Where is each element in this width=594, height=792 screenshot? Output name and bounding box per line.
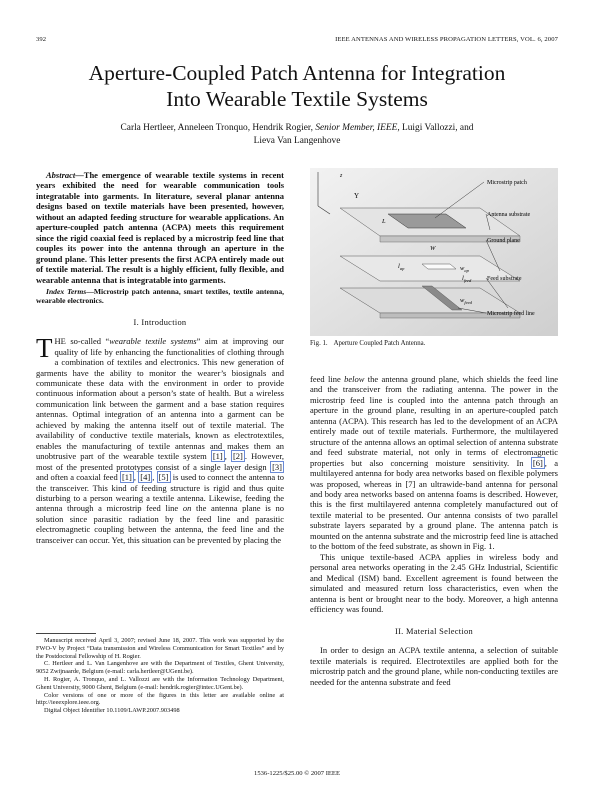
- body-text: , a multilayered antenna for body area n…: [310, 457, 558, 552]
- footnote: C. Hertleer and L. Van Langenhove are wi…: [36, 660, 284, 676]
- figure-1: z Y X L W lap wap lfeed wfeed Microstrip…: [310, 168, 558, 336]
- feed-substrate-edge: [379, 312, 521, 319]
- right-column: feed line below the antenna ground plane…: [310, 374, 558, 687]
- figure-caption-label: Fig. 1.: [310, 340, 328, 347]
- microstrip-feed-line: [421, 285, 463, 311]
- dimension-w-feed: wfeed: [460, 297, 473, 305]
- intro-text: the antenna plane is no solution since p…: [36, 503, 284, 545]
- drop-cap: T: [36, 333, 53, 364]
- dimension-l-ap: lap: [398, 263, 405, 271]
- page-number: 392: [36, 36, 47, 43]
- abstract: Abstract—The emergence of wearable texti…: [36, 170, 284, 285]
- figure-caption-text: Aperture Coupled Patch Antenna.: [333, 340, 426, 347]
- label-text: l: [398, 263, 400, 270]
- index-terms-text: —Microstrip patch antenna, smart textile…: [36, 286, 285, 306]
- dimension-L: L: [381, 218, 386, 225]
- abstract-text: —The emergence of wearable textile syste…: [36, 170, 284, 285]
- label-text: l: [462, 275, 464, 282]
- intro-text: and often a coaxial feed: [36, 472, 120, 483]
- intro-text: ,: [224, 451, 231, 462]
- figure-caption: Fig. 1. Aperture Coupled Patch Antenna.: [310, 340, 425, 347]
- title-line-1: Aperture-Coupled Patch Antenna for Integ…: [88, 61, 506, 85]
- intro-emphasis: on: [182, 503, 192, 514]
- footnote-rule: [36, 633, 96, 634]
- intro-text: . However, most of the presented prototy…: [36, 451, 285, 472]
- journal-header: IEEE ANTENNAS AND WIRELESS PROPAGATION L…: [335, 36, 558, 43]
- intro-emphasis: wearable textile systems: [109, 336, 197, 347]
- microstrip-patch: [387, 213, 467, 229]
- section-heading-introduction: I. Introduction: [133, 318, 187, 328]
- section-heading-material-selection: II. Material Selection: [395, 627, 473, 637]
- body-text: feed line: [310, 374, 345, 384]
- citation-link[interactable]: [5]: [156, 471, 171, 484]
- label-sub: feed: [464, 300, 472, 305]
- aperture-slot: [421, 263, 457, 270]
- intro-text: ” aim at improving our quality of life b…: [36, 336, 284, 462]
- authors-line1-b: , Luigi Vallozzi, and: [397, 123, 474, 133]
- label-feed-substrate: Feed substrate: [487, 276, 522, 282]
- axis-label-z: z: [339, 173, 343, 179]
- body-emphasis: below: [344, 374, 365, 384]
- label-microstrip-patch: Microstrip patch: [487, 180, 527, 186]
- citation-link[interactable]: [4]: [138, 471, 153, 484]
- label-text: w: [460, 297, 465, 304]
- x-axis: [317, 205, 331, 215]
- label-text: w: [460, 265, 465, 272]
- antenna-substrate-edge: [379, 235, 521, 243]
- label-sub: ap: [464, 268, 469, 273]
- index-terms: Index Terms—Microstrip patch antenna, sm…: [36, 287, 284, 305]
- leader-line: [434, 181, 485, 219]
- citation-link[interactable]: [3]: [270, 460, 284, 473]
- figure-1-diagram: z Y X L W lap wap lfeed wfeed Microstrip…: [310, 168, 558, 336]
- label-sub: ap: [400, 266, 405, 271]
- footnote: Manuscript received April 3, 2007; revis…: [36, 637, 284, 660]
- dimension-l-feed: lfeed: [462, 275, 472, 283]
- citation-link[interactable]: [2]: [230, 450, 245, 463]
- citation-link[interactable]: [1]: [119, 471, 134, 484]
- leader-line: [485, 213, 491, 231]
- paper-title: Aperture-Coupled Patch Antenna for Integ…: [36, 60, 558, 112]
- right-paragraph-2: This unique textile-based ACPA applies i…: [310, 551, 558, 614]
- intro-text: HE so-called “: [54, 336, 110, 347]
- authors-line2: Lieva Van Langenhove: [253, 135, 341, 146]
- right-paragraph-3: In order to design an ACPA textile anten…: [310, 645, 558, 687]
- intro-text: ,: [133, 472, 139, 483]
- footnotes: Manuscript received April 3, 2007; revis…: [36, 637, 284, 715]
- copyright-footer: 1536-1225/$25.00 © 2007 IEEE: [254, 770, 340, 777]
- right-paragraph-1: feed line below the antenna ground plane…: [310, 374, 558, 552]
- dimension-w-ap: wap: [460, 265, 470, 273]
- footnote: H. Rogier, A. Tronquo, and L. Vallozzi a…: [36, 675, 284, 691]
- abstract-label: Abstract: [46, 170, 76, 180]
- author-list: Carla Hertleer, Anneleen Tronquo, Hendri…: [36, 122, 558, 147]
- leader-line: [457, 307, 487, 314]
- dimension-W: W: [430, 245, 436, 252]
- left-column: Abstract—The emergence of wearable texti…: [36, 170, 284, 545]
- axis-label-y: Y: [354, 192, 359, 200]
- body-text: the antenna ground plane, which shields …: [310, 374, 558, 468]
- label-antenna-substrate: Antenna substrate: [487, 212, 530, 218]
- label-ground-plane: Ground plane: [487, 238, 520, 244]
- label-feed-line: Microstrip feed line: [487, 310, 535, 317]
- citation-link[interactable]: [1]: [210, 450, 225, 463]
- intro-text: ,: [152, 472, 157, 483]
- intro-text: is used to connect the antenna to the tr…: [36, 472, 285, 514]
- leader-line: [485, 277, 509, 309]
- footnote: Digital Object Identifier 10.1109/LAWP.2…: [44, 707, 180, 715]
- index-terms-label: Index Terms: [46, 286, 87, 296]
- leader-line: [485, 239, 501, 272]
- footnote: Color versions of one or more of the fig…: [36, 691, 284, 707]
- title-line-2: Into Wearable Textile Systems: [166, 87, 428, 111]
- citation-link[interactable]: [6]: [530, 456, 545, 469]
- author-role: Senior Member, IEEE: [315, 123, 398, 133]
- label-sub: feed: [464, 278, 472, 283]
- authors-line1-a: Carla Hertleer, Anneleen Tronquo, Hendri…: [120, 123, 316, 133]
